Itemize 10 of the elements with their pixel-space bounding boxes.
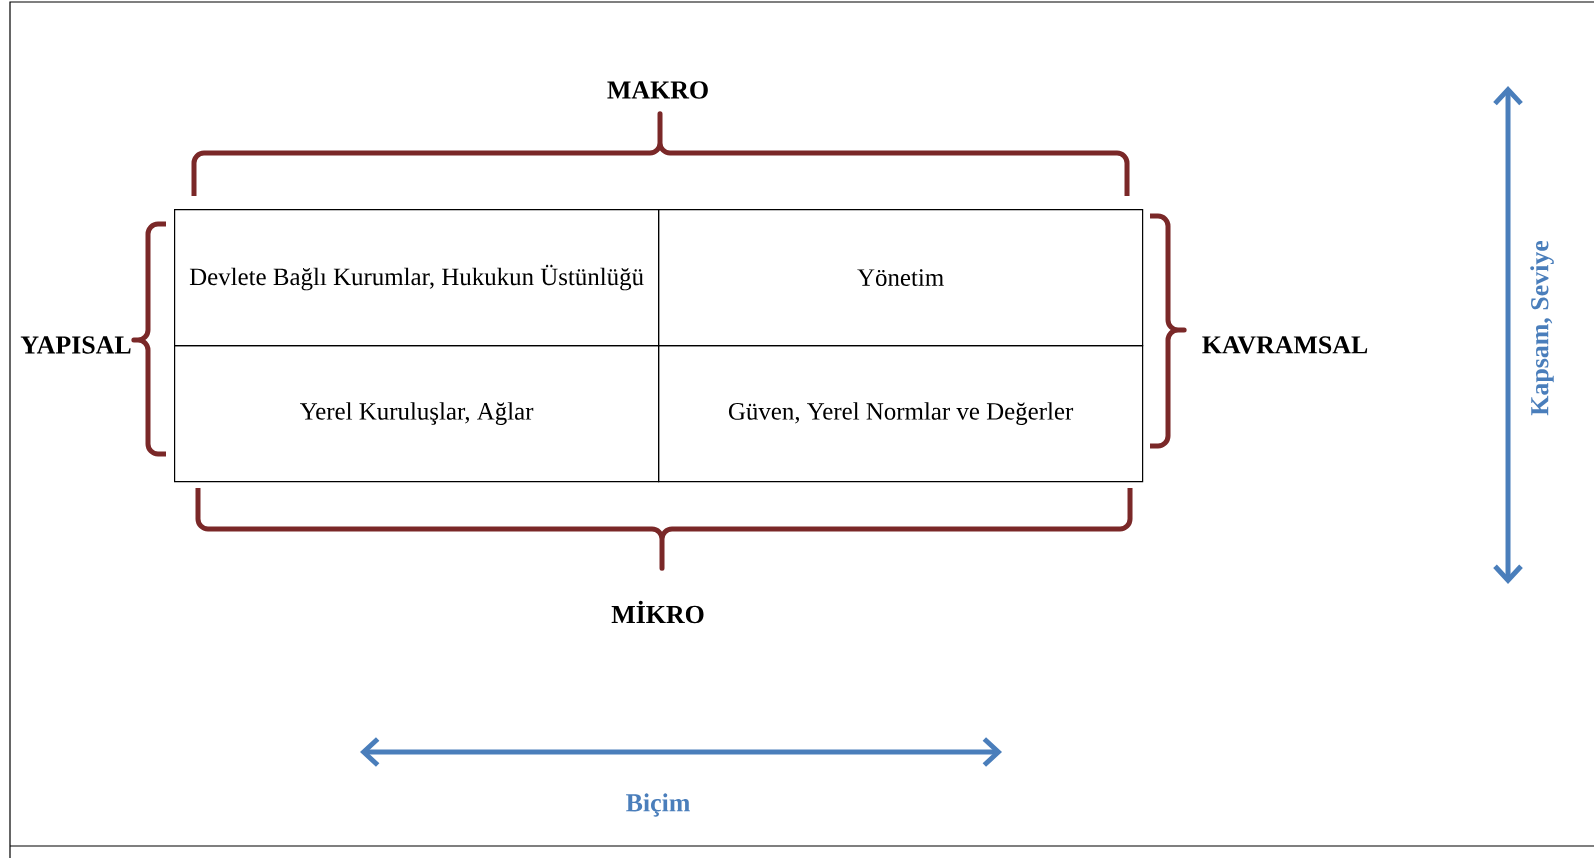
bracket-label: KAVRAMSAL [1202,336,1368,354]
bracket-label: YAPISAL [20,336,131,354]
table-cell: Güven, Yerel Normlar ve Değerler [658,345,1144,483]
table-cell: Devlete Bağlı Kurumlar, Hukukun Üstünlüğü [174,209,660,347]
axis-label: Kapsam, Seviye [1530,240,1554,416]
bracket-label: MAKRO [607,81,708,99]
table-cell: Yönetim [658,209,1144,347]
bracket-label: MİKRO [611,600,704,624]
axis-label: Biçim [626,793,690,817]
table-cell: Yerel Kuruluşlar, Ağlar [174,345,660,483]
